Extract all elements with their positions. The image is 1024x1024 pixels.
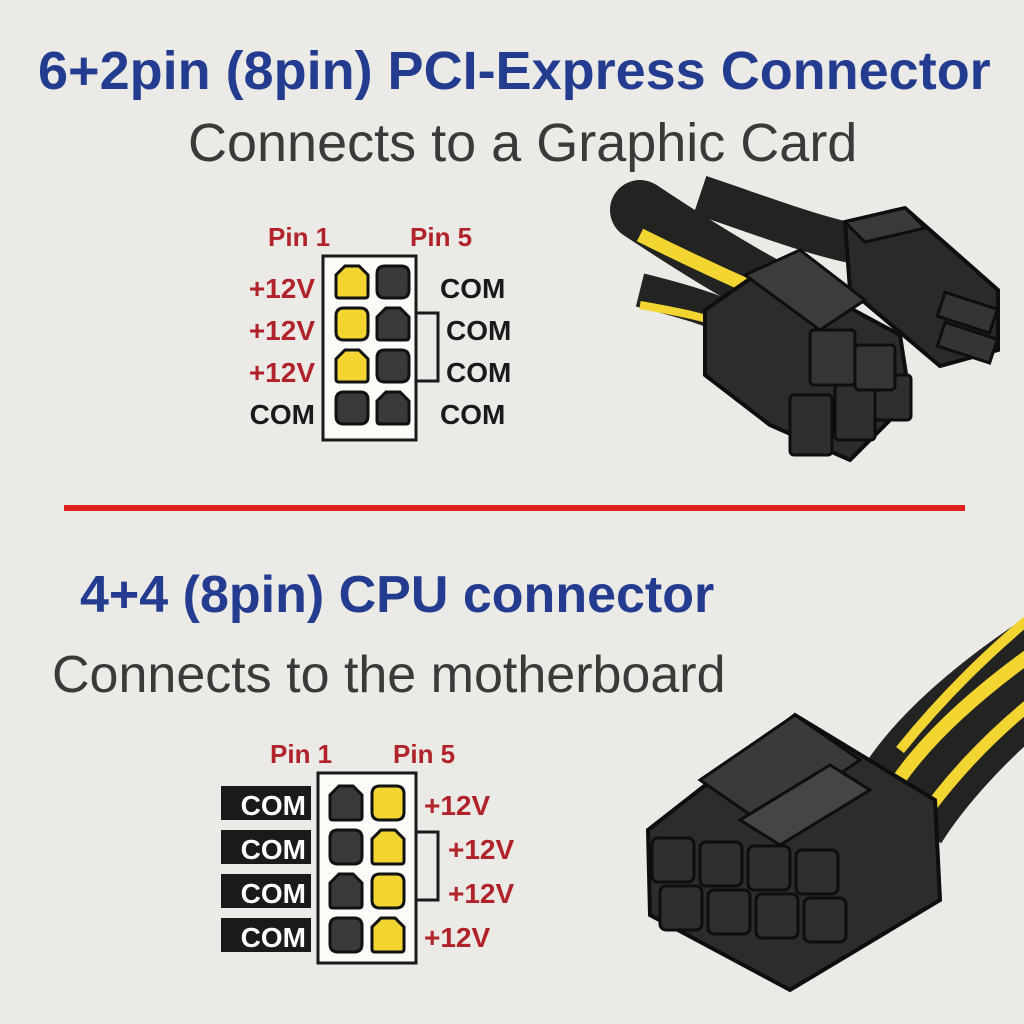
pcie-right-label-3: COM: [446, 357, 511, 388]
cpu-subtitle: Connects to the motherboard: [52, 646, 726, 704]
cpu-cavity-r1-c3: [746, 844, 792, 892]
cpu-pin-r3-c2: [370, 872, 406, 910]
pcie-pin-r3-c1: [334, 348, 370, 384]
cpu-com-bar-4: [221, 918, 311, 952]
pcie-right-label-2: COM: [446, 315, 511, 346]
cpu-cavity-r1-c4: [794, 848, 840, 896]
cpu-cavity-r2-c1: [658, 884, 704, 932]
pcie-2pin-block: [842, 205, 1000, 369]
cpu-right-label-1: +12V: [424, 790, 490, 821]
cpu-left-label-4: COM: [241, 922, 306, 953]
cpu-left-label-2: COM: [241, 834, 306, 865]
cpu-pin-r1-c1: [328, 784, 364, 822]
pcie-pin-r2-c2: [375, 306, 411, 342]
pcie-pin-r1-c1: [334, 264, 370, 300]
cpu-left-label-1: COM: [241, 790, 306, 821]
cpu-com-bar-1: [221, 786, 311, 820]
pcie-6pin-block: [703, 248, 913, 463]
cpu-cavity-r2-c3: [754, 892, 800, 940]
cpu-connector-illustration: [645, 616, 1024, 993]
pcie-left-label-4: COM: [250, 399, 315, 430]
pcie-right-label-1: COM: [440, 273, 505, 304]
pcie-latch: [414, 311, 440, 383]
pcie-pin-r4-c1: [334, 390, 370, 426]
cpu-pin-r1-c2: [370, 784, 406, 822]
pcie-subtitle: Connects to a Graphic Card: [188, 113, 858, 173]
cpu-cavity-r1-c1: [650, 836, 696, 884]
cpu-latch: [414, 830, 440, 902]
pcie-title: 6+2pin (8pin) PCI-Express Connector: [38, 41, 991, 101]
cpu-com-bar-2: [221, 830, 311, 864]
pcie-left-label-3: +12V: [249, 357, 315, 388]
section-divider: [64, 505, 965, 511]
cpu-cable-yellow-1: [889, 650, 1024, 789]
cpu-com-bar-3: [221, 874, 311, 908]
cpu-pin1-label: Pin 1: [270, 739, 332, 769]
pcie-pin-r2-c1: [334, 306, 370, 342]
cpu-pinout: Pin 1 Pin 5 COM COM COM COM +12V +12V +12V +12…: [221, 739, 514, 965]
cpu-pin-r2-c2: [370, 828, 406, 866]
pcie-cable-dark-3: [693, 176, 865, 265]
pcie-pin5-label: Pin 5: [410, 222, 472, 252]
cpu-cavity-r1-c2: [698, 840, 744, 888]
cpu-pin-r4-c2: [370, 916, 406, 954]
pcie-right-label-4: COM: [440, 399, 505, 430]
pcie-left-label-2: +12V: [249, 315, 315, 346]
cpu-cavity-r2-c2: [706, 888, 752, 936]
pcie-pinout: Pin 1 Pin 5 +12V +12V +12V COM COM COM COM COM: [249, 222, 511, 442]
cpu-right-label-3: +12V: [448, 878, 514, 909]
pcie-left-label-1: +12V: [249, 273, 315, 304]
cpu-cable-yellow-3: [896, 616, 1024, 754]
cpu-right-label-4: +12V: [424, 922, 490, 953]
cpu-title: 4+4 (8pin) CPU connector: [80, 566, 715, 624]
cpu-pin5-label: Pin 5: [393, 739, 455, 769]
cpu-left-label-3: COM: [241, 878, 306, 909]
cpu-pin-r2-c1: [328, 828, 364, 866]
pcie-connector-illustration: [610, 176, 1000, 463]
pcie-pin-r4-c2: [375, 390, 411, 426]
cpu-cavity-r2-c4: [802, 896, 848, 944]
pcie-pin1-label: Pin 1: [268, 222, 330, 252]
pcie-pin-r3-c2: [375, 348, 411, 384]
cpu-pin-r4-c1: [328, 916, 364, 954]
cpu-right-label-2: +12V: [448, 834, 514, 865]
cpu-pin-r3-c1: [328, 872, 364, 910]
pcie-pin-r1-c2: [375, 264, 411, 300]
